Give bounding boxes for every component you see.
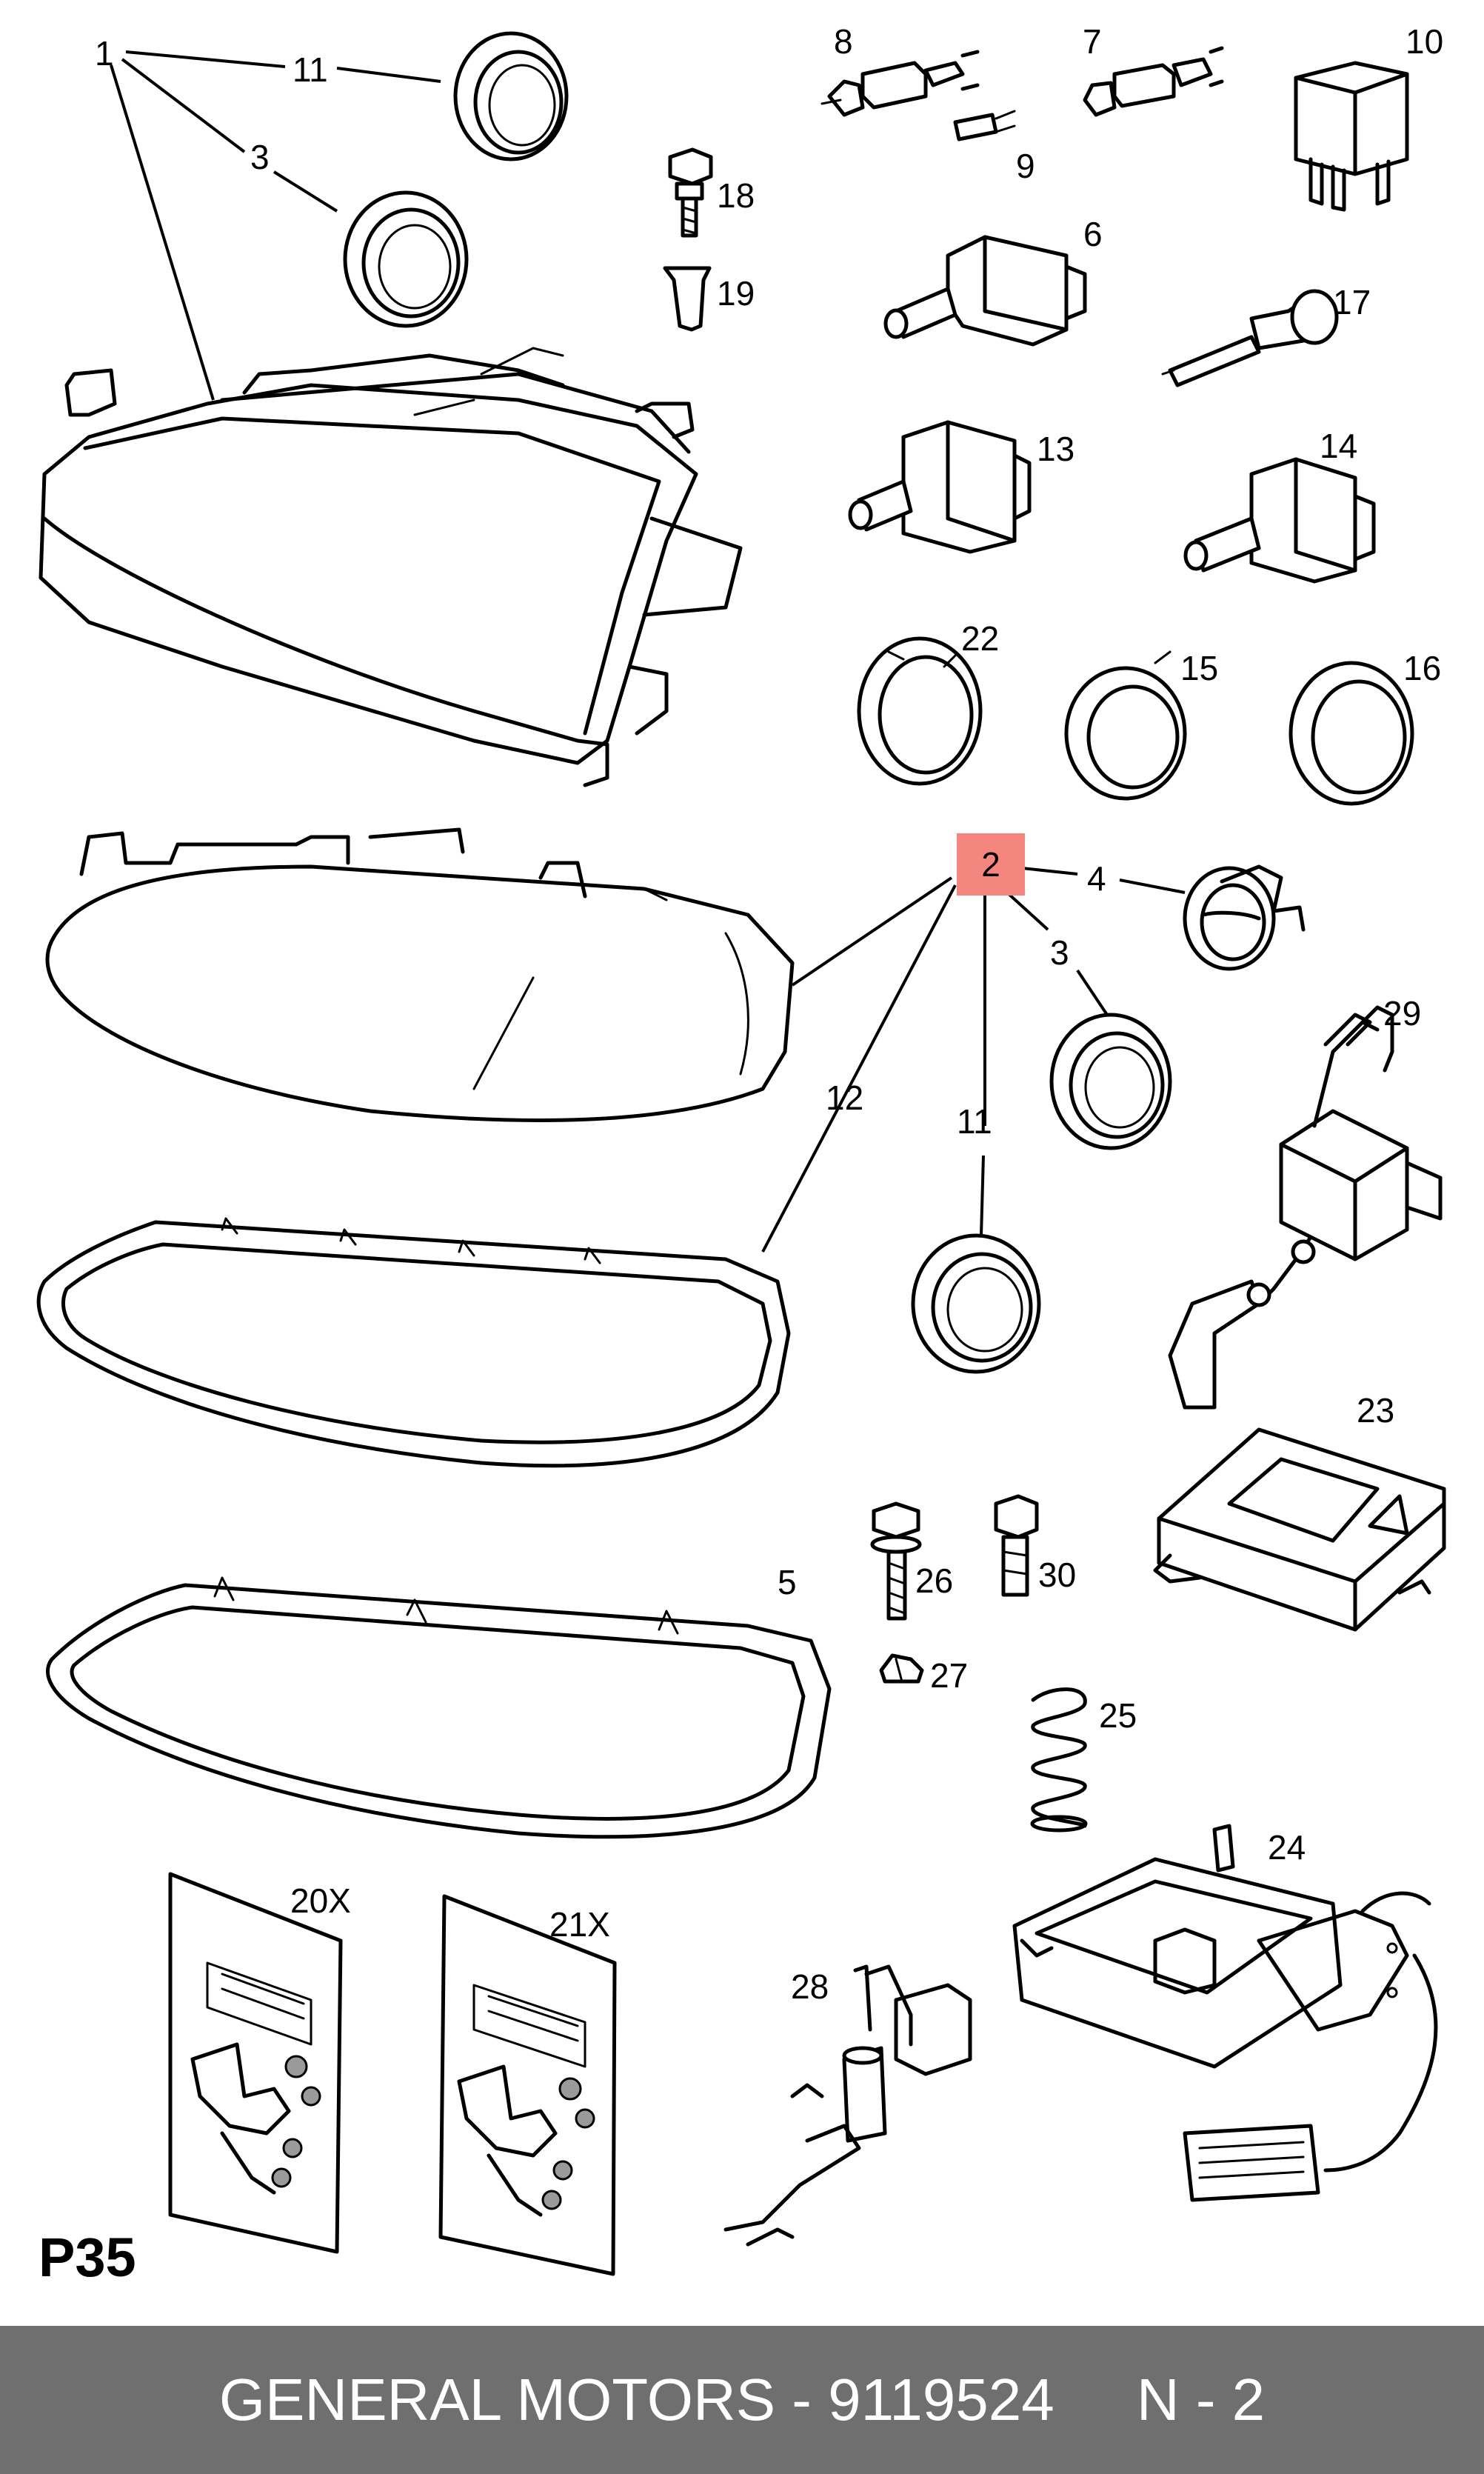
- callout-15: 15: [1180, 649, 1218, 687]
- page-id: P35: [39, 2227, 136, 2288]
- bulb-part-8: [820, 50, 980, 117]
- socket-part-13: [848, 420, 1032, 554]
- callout-labels: 1 11 3 18 19 8 7 10 9 6 17 13 14 22 15 1…: [95, 22, 1443, 2006]
- highlight-part-2: 2: [957, 833, 1025, 896]
- callout-25: 25: [1099, 1696, 1137, 1735]
- repair-kit-part-21X: [438, 1894, 617, 2276]
- callout-10: 10: [1406, 22, 1443, 61]
- callout-30: 30: [1038, 1556, 1076, 1594]
- callout-4: 4: [1087, 859, 1106, 898]
- callout-12: 12: [826, 1078, 863, 1117]
- screw-part-30: [994, 1494, 1039, 1597]
- callout-3-top: 3: [250, 138, 270, 176]
- repair-kit-part-20X: [168, 1872, 343, 2254]
- lens-cover-part-5: [46, 1576, 832, 1839]
- callout-29: 29: [1383, 994, 1421, 1033]
- callout-19: 19: [717, 274, 755, 313]
- callout-11-top: 11: [293, 50, 328, 89]
- socket-ring-part-4: [1183, 864, 1306, 971]
- ring-part-15: [1064, 650, 1187, 801]
- headlamp-assembly-part-1: [39, 347, 743, 787]
- highlight-box: [957, 833, 1025, 896]
- bulb-part-17: [1161, 289, 1339, 387]
- callout-3-middle: 3: [1050, 933, 1069, 972]
- headlamp-motor-part-24: [1012, 1824, 1438, 2202]
- leader-lines: [110, 50, 1186, 1253]
- clip-part-19: [663, 266, 712, 332]
- callout-1: 1: [95, 34, 114, 73]
- relay-part-10: [1294, 61, 1409, 212]
- callout-23: 23: [1357, 1391, 1394, 1430]
- footer-text: GENERAL MOTORS - 9119524 N - 2: [218, 2367, 1266, 2433]
- cap-part-11-middle: [911, 1233, 1041, 1374]
- callout-11-middle: 11: [957, 1102, 992, 1141]
- callout-18: 18: [717, 176, 755, 215]
- bracket-part-28: [723, 1964, 972, 2247]
- cap-part-3-top: [343, 190, 469, 328]
- cap-part-3-middle: [1049, 1013, 1172, 1150]
- socket-part-6: [883, 235, 1087, 347]
- callout-24: 24: [1268, 1828, 1306, 1867]
- callout-17: 17: [1333, 283, 1371, 321]
- headlamp-part-2: [45, 827, 795, 1122]
- callout-5: 5: [778, 1563, 797, 1601]
- callout-7: 7: [1083, 22, 1102, 61]
- bulb-part-7: [1083, 46, 1224, 117]
- level-sensor-part-29: [1168, 1005, 1443, 1410]
- screw-part-18: [668, 147, 713, 238]
- highlight-label: 2: [981, 845, 1000, 884]
- spring-part-25: [1030, 1687, 1088, 1833]
- bulb-part-9: [953, 110, 1016, 141]
- callout-22: 22: [961, 619, 999, 658]
- clip-part-27: [879, 1653, 924, 1684]
- callout-9: 9: [1016, 147, 1035, 185]
- screw-part-26: [870, 1501, 922, 1621]
- ring-part-22: [857, 636, 983, 786]
- callout-8: 8: [834, 22, 853, 61]
- cap-part-11-top: [453, 31, 569, 161]
- callout-21X: 21X: [549, 1905, 610, 1944]
- control-unit-part-23: [1153, 1427, 1446, 1632]
- footer-bar: GENERAL MOTORS - 9119524 N - 2: [0, 2326, 1484, 2474]
- callout-14: 14: [1320, 427, 1357, 465]
- callout-27: 27: [930, 1656, 968, 1695]
- bezel-frame-part-12: [36, 1217, 791, 1468]
- callout-13: 13: [1037, 430, 1074, 468]
- callout-20X: 20X: [290, 1881, 351, 1920]
- callout-16: 16: [1403, 649, 1441, 687]
- callout-6: 6: [1083, 215, 1103, 253]
- socket-part-14: [1183, 457, 1376, 584]
- callout-26: 26: [915, 1561, 953, 1600]
- ring-part-16: [1289, 661, 1414, 806]
- callout-28: 28: [791, 1967, 829, 2006]
